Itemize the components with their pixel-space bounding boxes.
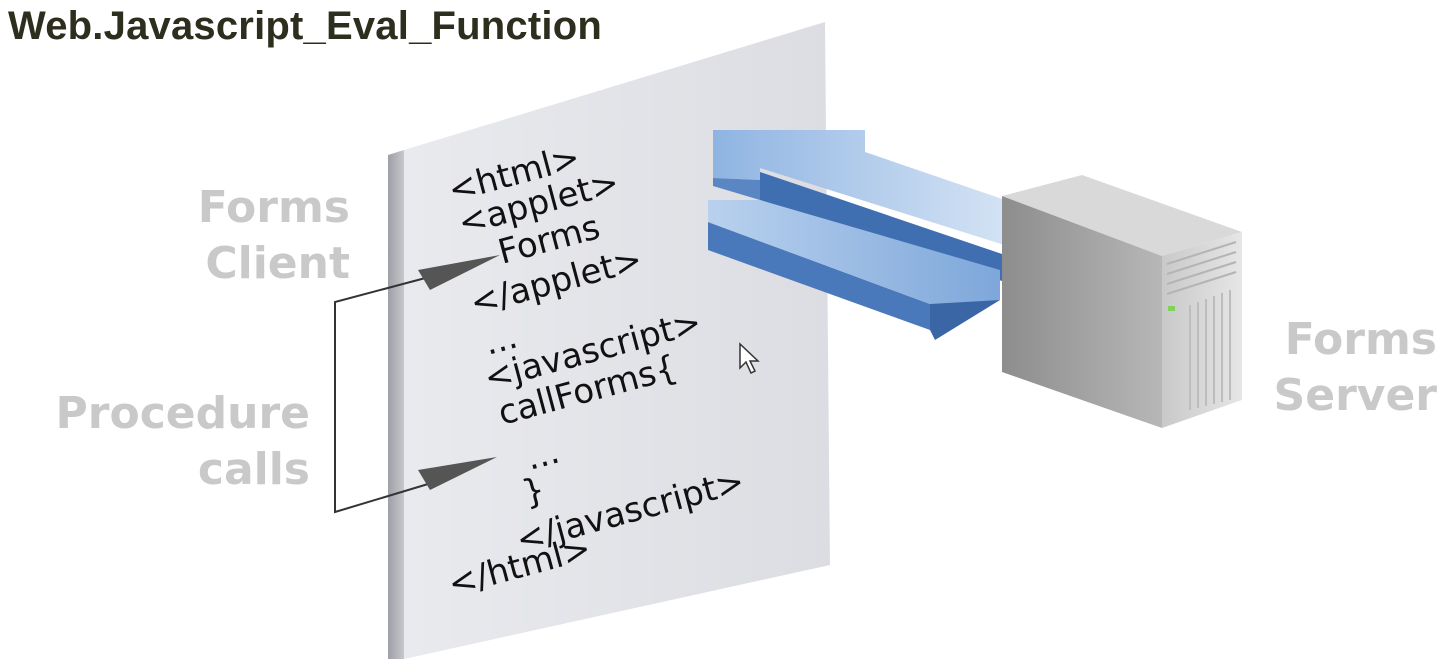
page-title: Web.Javascript_Eval_Function <box>8 4 602 48</box>
forms-client-label: Forms Client <box>150 180 350 292</box>
server-icon <box>1002 175 1242 428</box>
forms-server-label: Forms Server <box>1237 312 1437 424</box>
mouse-pointer-icon <box>739 342 760 375</box>
procedure-call-arrows <box>334 271 449 514</box>
forms-client-line1: Forms <box>197 182 350 233</box>
server-front <box>1002 196 1162 428</box>
procedure-calls-line2: calls <box>197 444 310 495</box>
forms-client-line2: Client <box>205 238 350 289</box>
forms-server-line1: Forms <box>1284 314 1437 365</box>
forms-server-line2: Server <box>1273 370 1437 421</box>
procedure-calls-label: Procedure calls <box>10 386 310 498</box>
arrowhead-lower <box>418 457 497 490</box>
server-top <box>1002 175 1242 256</box>
arrowhead-upper <box>418 255 500 290</box>
procedure-calls-line1: Procedure <box>55 388 310 439</box>
panel-edge <box>388 150 404 659</box>
response-arrow <box>708 200 1000 340</box>
server-status-light <box>1168 306 1175 311</box>
